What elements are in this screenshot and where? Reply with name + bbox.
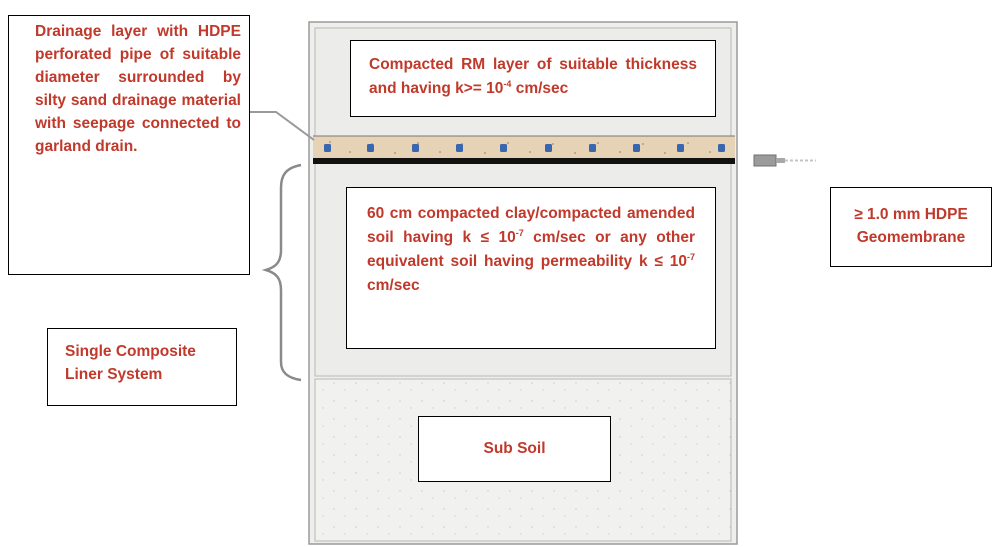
hdpe-geomembrane — [313, 158, 735, 164]
pipe — [589, 144, 596, 152]
clay-layer-text-mid: cm/sec or any other equivalent soil havi… — [367, 229, 695, 270]
geomembrane-callout: ≥ 1.0 mm HDPE Geomembrane — [830, 187, 992, 267]
liner-system-callout: Single Composite Liner System — [47, 328, 237, 406]
sub-soil-box: Sub Soil — [418, 416, 611, 482]
liner-system-label: Single Composite Liner System — [65, 343, 196, 383]
drainage-leader-line — [250, 111, 315, 141]
rm-layer-text: Compacted RM layer of suitable thickness… — [369, 56, 697, 97]
pipe — [324, 144, 331, 152]
drainage-layer-band — [313, 136, 735, 158]
rm-layer-box: Compacted RM layer of suitable thickness… — [350, 40, 716, 117]
pipe — [545, 144, 552, 152]
drainage-layer-callout: Drainage layer with HDPE perforated pipe… — [8, 15, 250, 275]
pipe — [633, 144, 640, 152]
rm-layer-unit: cm/sec — [511, 80, 569, 97]
liner-brace-icon — [261, 163, 302, 382]
pipe — [412, 144, 419, 152]
pipe — [367, 144, 374, 152]
pipe — [456, 144, 463, 152]
drainage-sand-dots — [329, 141, 711, 154]
geomembrane-pointer-icon — [753, 154, 816, 167]
hdpe-perforated-pipes — [324, 144, 725, 152]
pipe — [718, 144, 725, 152]
clay-layer-box: 60 cm compacted clay/compacted amended s… — [346, 187, 716, 349]
rm-layer-exponent: -4 — [503, 79, 512, 89]
pipe — [677, 144, 684, 152]
clay-layer-exponent-1: -7 — [515, 228, 524, 238]
pipe — [500, 144, 507, 152]
geomembrane-label: ≥ 1.0 mm HDPE Geomembrane — [854, 206, 968, 246]
clay-layer-text: 60 cm compacted clay/compacted amended s… — [367, 205, 695, 246]
clay-layer-exponent-2: -7 — [686, 252, 695, 262]
clay-layer-unit: cm/sec — [367, 277, 420, 294]
sub-soil-label: Sub Soil — [483, 440, 546, 457]
drainage-layer-note: Drainage layer with HDPE perforated pipe… — [35, 23, 241, 155]
